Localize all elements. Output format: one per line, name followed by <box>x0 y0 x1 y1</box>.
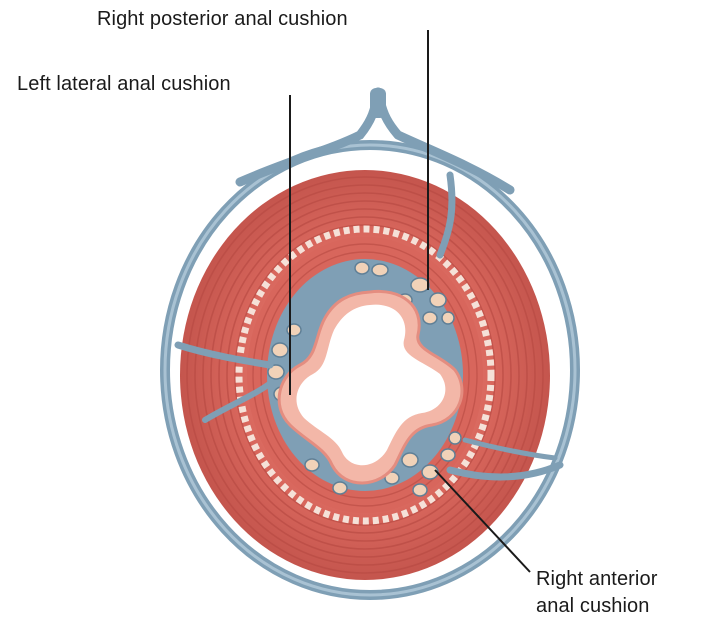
top-vessel-stem <box>370 88 386 118</box>
label-right-anterior-line2: anal cushion <box>536 594 650 618</box>
label-left-lateral-anal-cushion: Left lateral anal cushion <box>17 72 231 96</box>
label-right-posterior-anal-cushion: Right posterior anal cushion <box>97 7 348 31</box>
label-right-anterior-line1: Right anterior <box>536 567 657 591</box>
